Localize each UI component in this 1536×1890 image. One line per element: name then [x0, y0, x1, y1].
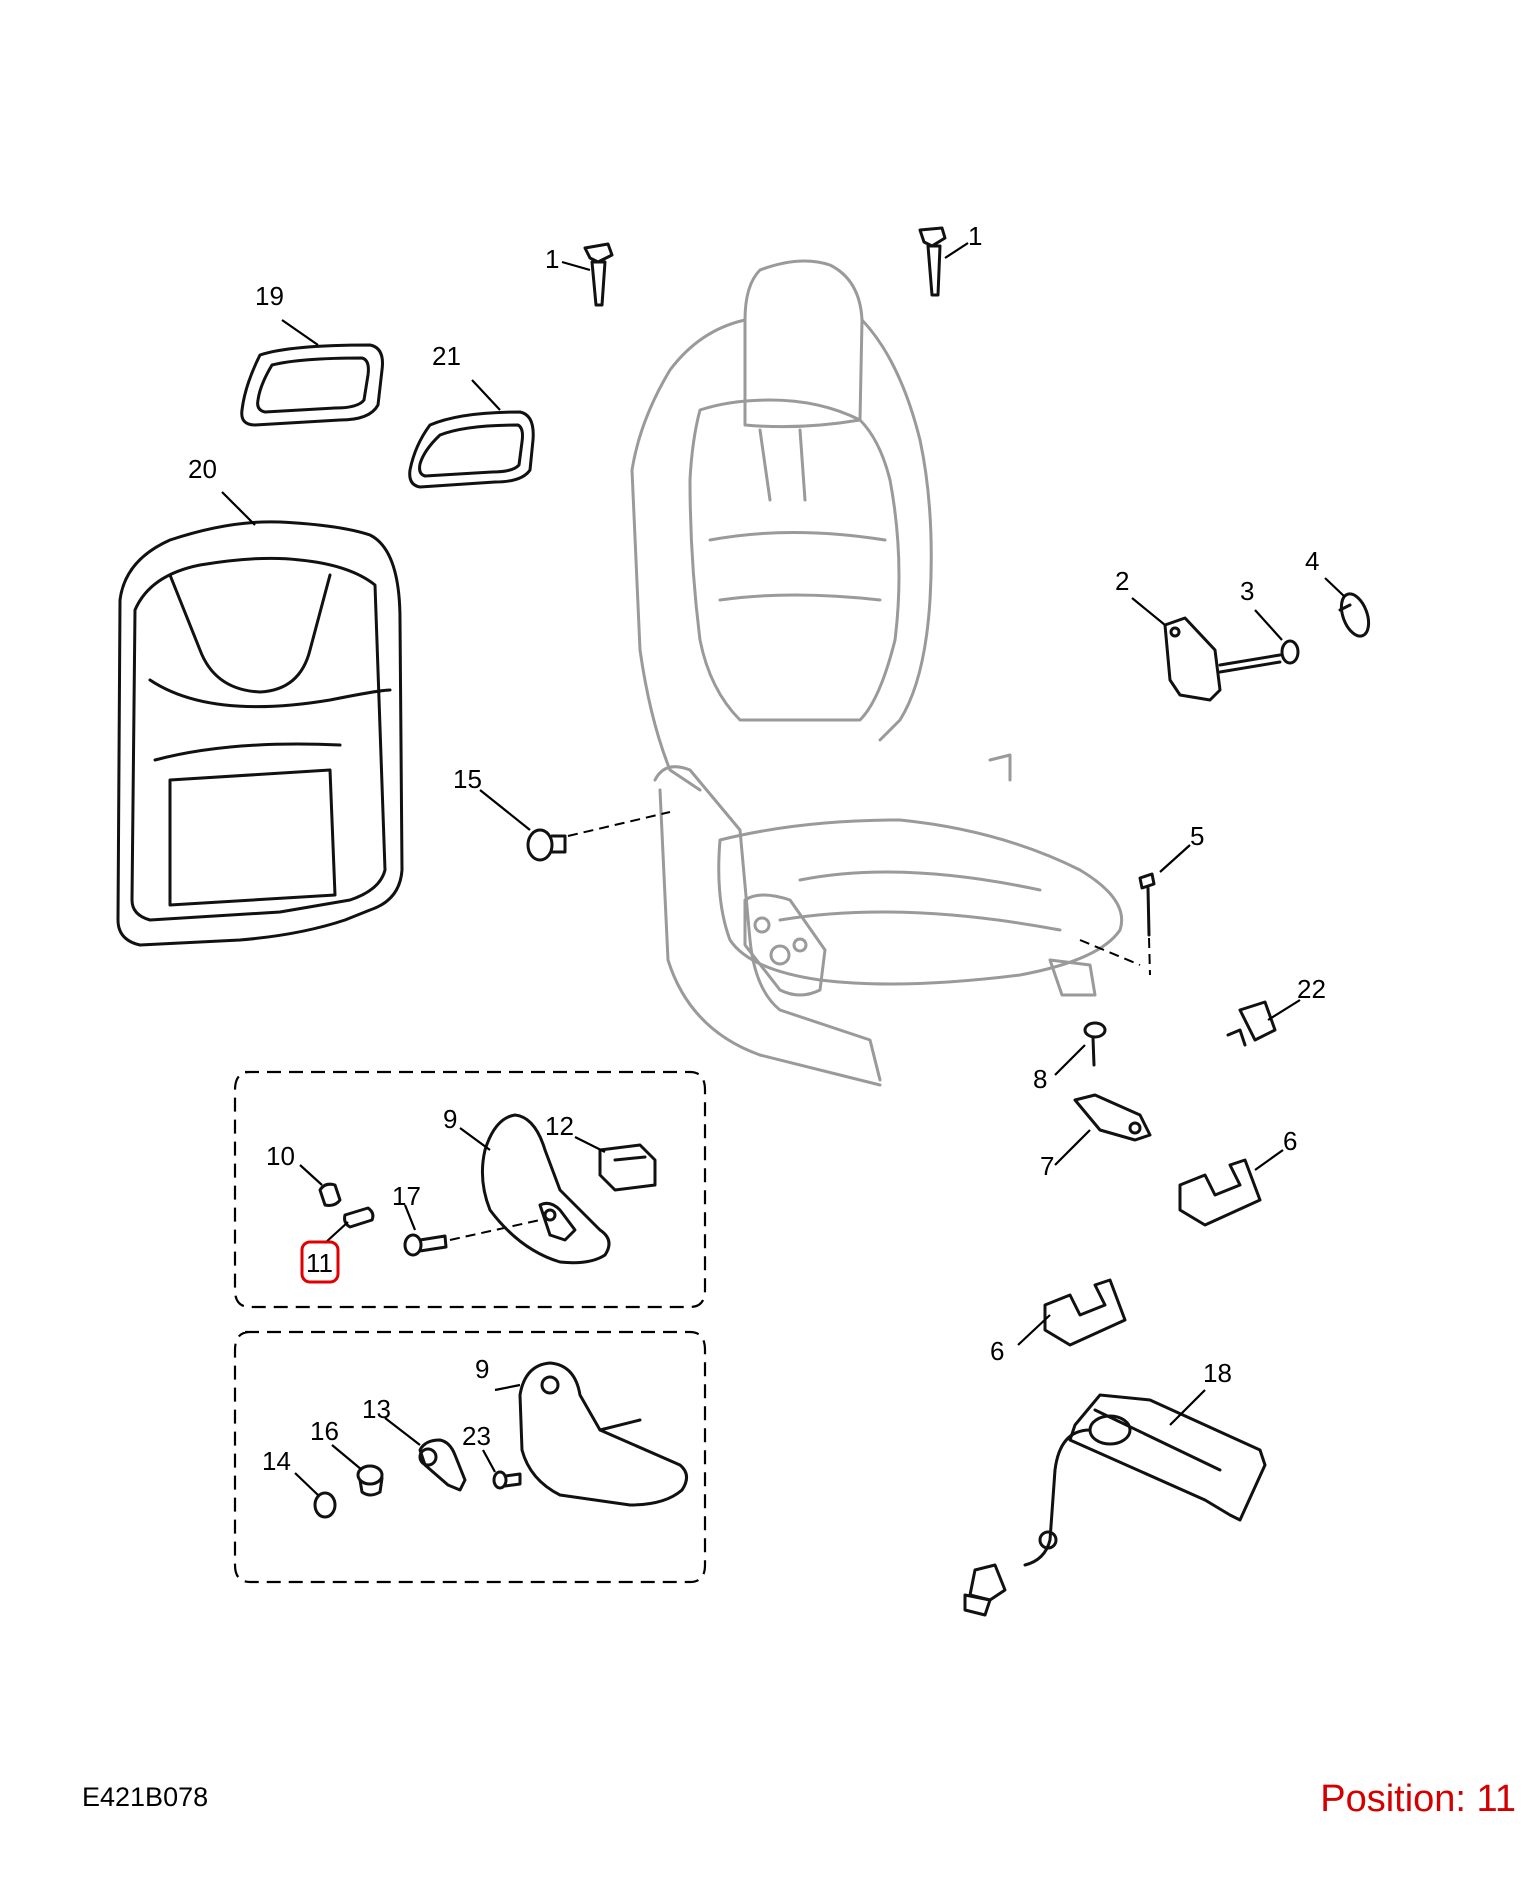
part-3-bolt[interactable]: [1218, 639, 1300, 674]
part-6-clip-upper[interactable]: [1178, 1158, 1262, 1227]
callout-9-lower[interactable]: 9: [475, 1354, 489, 1384]
callout-23[interactable]: 23: [462, 1421, 491, 1451]
callout-1-right[interactable]: 1: [968, 221, 982, 251]
part-7-bracket[interactable]: [1073, 1093, 1152, 1142]
callout-21[interactable]: 21: [432, 341, 461, 371]
part-23-screw[interactable]: [492, 1470, 522, 1490]
position-label: Position: 11: [1320, 1778, 1516, 1820]
callout-labels: 1 1 19 21 20 2 3 4 15 5 22 8 7 6 6 18 9 …: [188, 221, 1326, 1476]
callout-6-lower[interactable]: 6: [990, 1336, 1004, 1366]
callout-6-upper[interactable]: 6: [1283, 1126, 1297, 1156]
part-11-cap[interactable]: [343, 1206, 375, 1229]
part-13-handle[interactable]: [418, 1438, 467, 1492]
callout-4[interactable]: 4: [1305, 546, 1319, 576]
callout-13[interactable]: 13: [362, 1394, 391, 1424]
part-21-trim-ring[interactable]: [408, 410, 535, 489]
callout-9-upper[interactable]: 9: [443, 1104, 457, 1134]
callout-20[interactable]: 20: [188, 454, 217, 484]
part-4-knob[interactable]: [1336, 590, 1374, 640]
part-14-ring[interactable]: [313, 1491, 337, 1519]
callout-14[interactable]: 14: [262, 1446, 291, 1476]
callout-12[interactable]: 12: [545, 1111, 574, 1141]
callout-8[interactable]: 8: [1033, 1064, 1047, 1094]
callout-10[interactable]: 10: [266, 1141, 295, 1171]
part-16-plug[interactable]: [356, 1464, 384, 1497]
callout-5[interactable]: 5: [1190, 821, 1204, 851]
part-19-trim-ring[interactable]: [240, 343, 384, 427]
part-8-bolt[interactable]: [1083, 1021, 1107, 1067]
group-box-lower: [233, 1330, 707, 1584]
callout-18[interactable]: 18: [1203, 1358, 1232, 1388]
callout-16[interactable]: 16: [310, 1416, 339, 1446]
part-2-bracket[interactable]: [1163, 616, 1222, 702]
part-12-module[interactable]: [598, 1143, 657, 1192]
group-box-upper: [233, 1070, 707, 1309]
callout-2[interactable]: 2: [1115, 566, 1129, 596]
callout-17[interactable]: 17: [392, 1181, 421, 1211]
part-10-cap[interactable]: [318, 1182, 342, 1207]
selected-callout-highlight: [300, 1240, 340, 1284]
callout-11[interactable]: 11: [306, 1248, 333, 1278]
part-20-backrest-panel[interactable]: [116, 520, 404, 947]
part-22-clip[interactable]: [1226, 1000, 1277, 1047]
part-6-clip-lower[interactable]: [1043, 1278, 1127, 1347]
callout-15[interactable]: 15: [453, 764, 482, 794]
part-9-side-cover-upper[interactable]: [480, 1113, 611, 1265]
diagram-code: E421B078: [82, 1782, 209, 1812]
callout-22[interactable]: 22: [1297, 974, 1326, 1004]
part-9-side-cover-lower[interactable]: [518, 1361, 688, 1507]
part-1-pin-left[interactable]: [583, 242, 614, 307]
callout-3[interactable]: 3: [1240, 576, 1254, 606]
part-17-screw[interactable]: [403, 1233, 448, 1257]
part-1-pin-right[interactable]: [918, 226, 947, 297]
part-5-screw[interactable]: [1138, 872, 1156, 937]
callout-19[interactable]: 19: [255, 281, 284, 311]
leader-lines: [221, 242, 1346, 1496]
part-18-rail-sensor[interactable]: [963, 1393, 1267, 1617]
seat-assembly: [630, 259, 1124, 1087]
callout-7[interactable]: 7: [1040, 1151, 1054, 1181]
callout-1-left[interactable]: 1: [545, 244, 559, 274]
part-15-bolt[interactable]: [526, 828, 567, 862]
